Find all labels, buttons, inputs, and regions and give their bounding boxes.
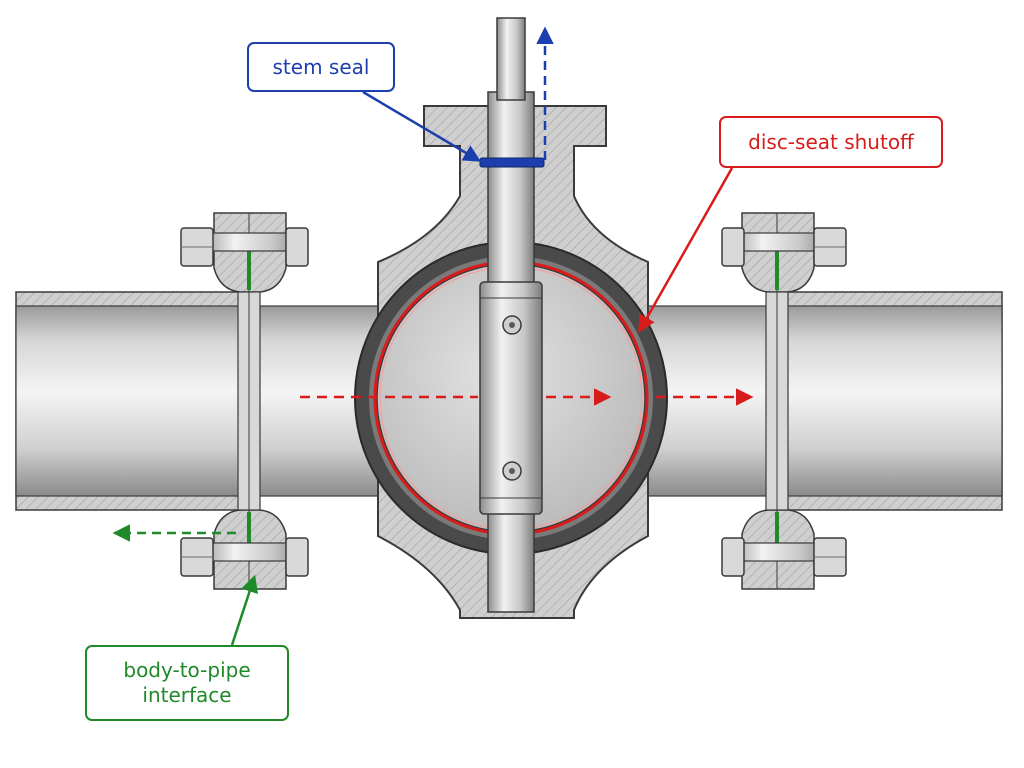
bolt-icon (195, 232, 835, 562)
body-pipe-label-line2: interface (142, 683, 232, 707)
body-pipe-leader (230, 574, 258, 646)
body-to-pipe-gasket (247, 248, 779, 556)
valve-stem (479, 17, 543, 613)
hex-nut-icon (180, 227, 847, 577)
stem-seal-label: stem seal (272, 54, 370, 79)
body-to-pipe-interface-callout: body-to-pipe interface (85, 645, 289, 721)
right-flange (741, 212, 815, 590)
stem-seal-ring (479, 157, 545, 168)
disc-seat-shutoff-callout: disc-seat shutoff (719, 116, 943, 168)
right-pipe (781, 291, 1003, 511)
disc-seat-label: disc-seat shutoff (748, 129, 914, 154)
disc-seat-leader (638, 167, 734, 334)
body-pipe-label-line1: body-to-pipe (123, 658, 251, 682)
stem-seal-leader (362, 90, 482, 162)
disc-hinge-pin-icon (502, 315, 522, 481)
left-pipe (15, 291, 247, 511)
stem-seal-callout: stem seal (247, 42, 395, 92)
